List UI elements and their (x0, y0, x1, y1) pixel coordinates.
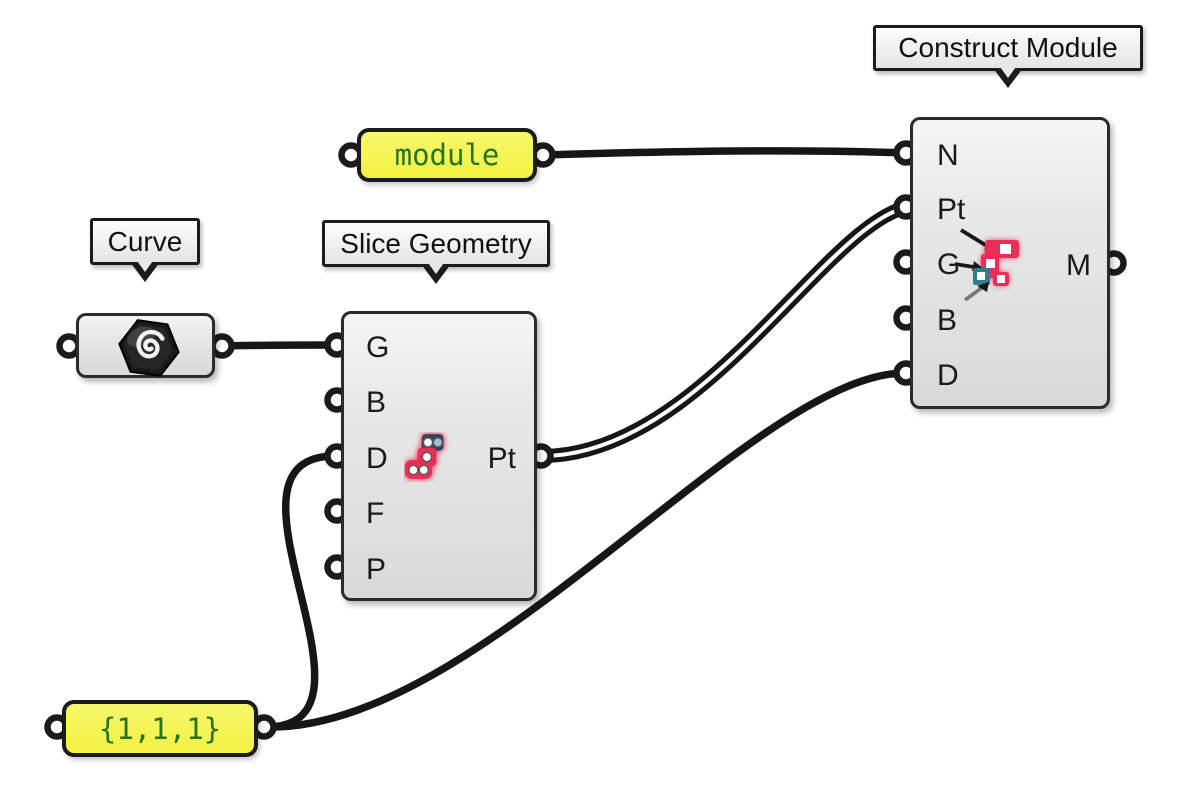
wire-vector-to-construct-D[interactable] (264, 369, 908, 731)
callout-construct-module: Construct Module (873, 25, 1143, 88)
callout-slice-geometry-text: Slice Geometry (340, 227, 532, 259)
callout-curve: Curve (90, 218, 200, 282)
module-panel-text: module (394, 138, 500, 172)
construct-input-label-D: D (937, 359, 959, 392)
wire-vector-to-slice-D[interactable] (262, 452, 339, 731)
construct-module-icon (954, 228, 1019, 302)
construct-output-label-M: M (1066, 249, 1091, 282)
wire-slice-Pt-to-construct-Pt-gap (541, 206, 906, 458)
wire-curve-to-slice-G[interactable] (220, 341, 339, 350)
slice-output-label-Pt: Pt (487, 442, 516, 475)
curve-param-component[interactable] (76, 313, 215, 378)
construct-input-label-G: G (937, 248, 961, 281)
construct-input-label-B: B (937, 304, 958, 337)
slice-input-label-F: F (366, 497, 385, 530)
slice-input-label-P: P (366, 553, 387, 586)
vector-panel[interactable]: {1,1,1} (62, 700, 258, 757)
slice-geometry-component[interactable]: G B D F P Pt (341, 311, 537, 601)
callout-pointer-fill (135, 258, 155, 272)
callout-pointer-fill (426, 260, 446, 274)
slice-input-label-D: D (366, 442, 388, 475)
slice-input-label-B: B (366, 386, 387, 419)
curve-param-output-port[interactable] (209, 333, 235, 359)
callout-curve-text: Curve (107, 225, 183, 257)
module-panel[interactable]: module (357, 128, 537, 182)
curve-hexagon-spiral-icon (118, 319, 180, 377)
slice-input-label-G: G (366, 331, 390, 364)
vector-panel-text: {1,1,1} (98, 711, 222, 746)
callout-pointer-fill (998, 64, 1018, 78)
construct-input-label-N: N (937, 139, 959, 172)
construct-module-component[interactable]: N Pt G B D M (910, 117, 1110, 409)
wire-slice-Pt-to-construct-Pt[interactable] (536, 201, 911, 463)
slice-geometry-points-icon (404, 433, 445, 480)
callout-construct-module-text: Construct Module (898, 32, 1118, 63)
wire-module-to-construct-N[interactable] (541, 147, 910, 159)
callout-slice-geometry: Slice Geometry (322, 220, 550, 284)
construct-input-label-Pt: Pt (937, 193, 966, 226)
